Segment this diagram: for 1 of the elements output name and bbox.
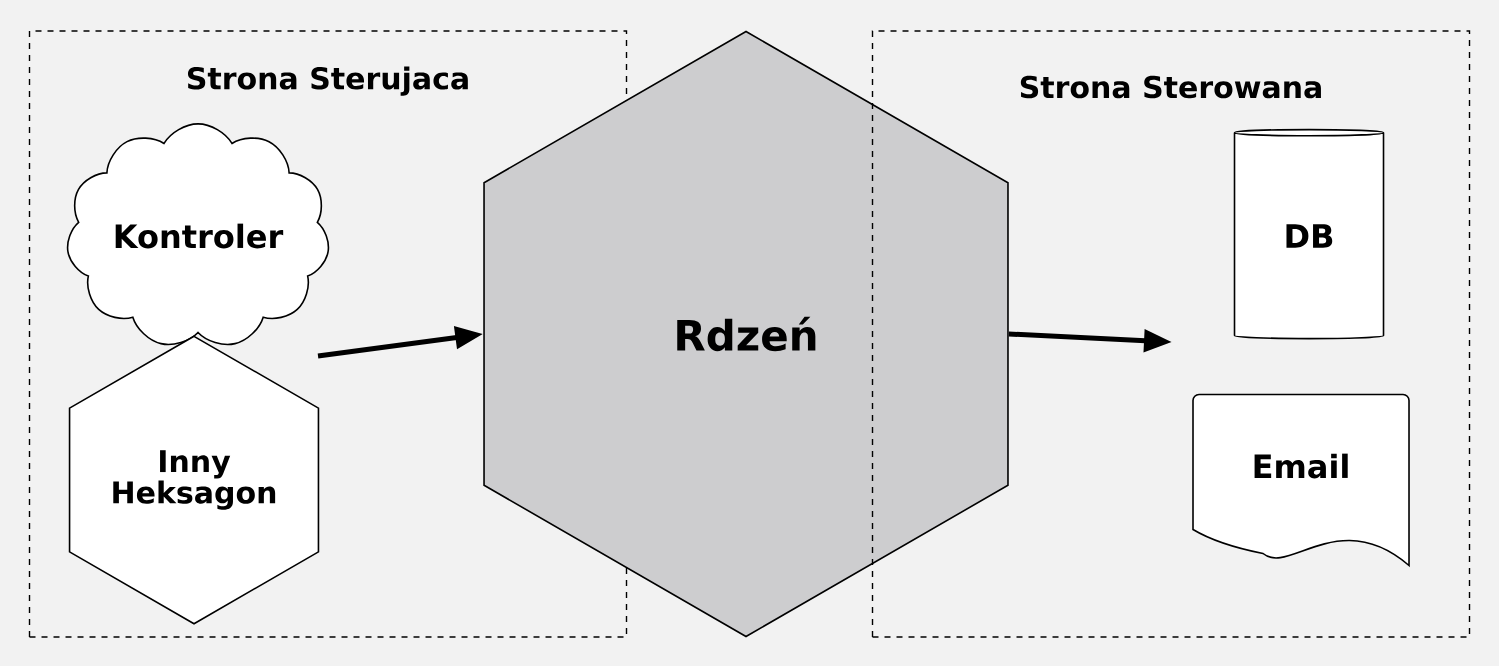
database-cylinder: DB [1233,128,1385,340]
